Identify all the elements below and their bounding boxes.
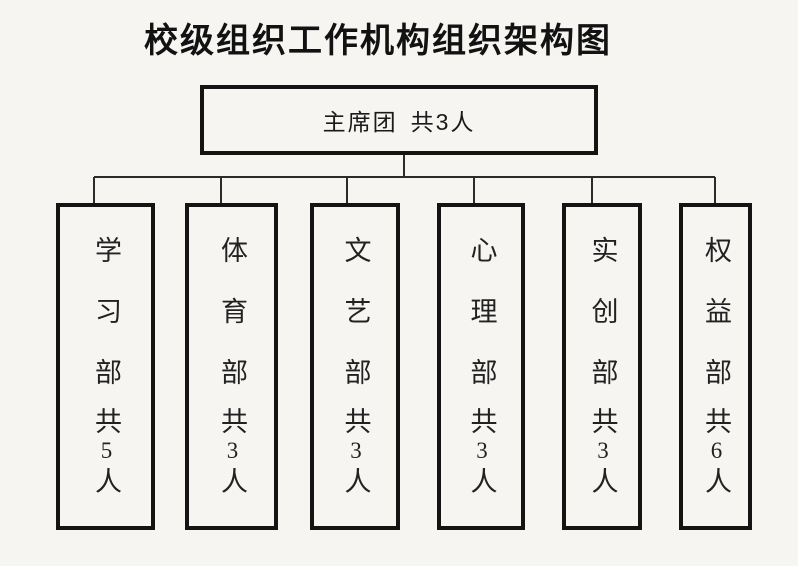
count-value: 3 (469, 437, 495, 467)
count-unit: 人 (587, 466, 618, 498)
count-unit: 人 (91, 466, 121, 498)
dept-count: 共6人 (701, 406, 731, 498)
count-unit: 人 (701, 466, 731, 498)
chart-title: 校级组织工作机构组织架构图 (144, 22, 612, 60)
count-value: 3 (343, 437, 369, 467)
count-value: 5 (94, 437, 119, 467)
count-value: 6 (704, 437, 729, 467)
dept-count: 共3人 (466, 406, 497, 498)
dept-box-innovation: 实创部 共3人 (562, 203, 642, 530)
dept-name: 文艺部 (340, 235, 371, 419)
count-prefix: 共 (466, 406, 497, 438)
count-unit: 人 (217, 466, 247, 498)
dept-name: 学习部 (91, 235, 121, 419)
dept-box-sports: 体育部 共3人 (185, 203, 278, 530)
dept-count: 共3人 (217, 406, 247, 498)
count-value: 3 (220, 437, 245, 467)
dept-box-psychology: 心理部 共3人 (437, 203, 525, 530)
dept-count: 共3人 (587, 406, 618, 498)
dept-count: 共3人 (340, 406, 371, 498)
dept-count: 共5人 (91, 406, 121, 498)
count-prefix: 共 (587, 406, 618, 438)
dept-name: 体育部 (217, 235, 247, 419)
dept-name: 权益部 (701, 235, 731, 419)
count-prefix: 共 (217, 406, 247, 438)
count-prefix: 共 (701, 406, 731, 438)
dept-name: 心理部 (466, 235, 497, 419)
count-prefix: 共 (91, 406, 121, 438)
count-unit: 人 (466, 466, 497, 498)
dept-box-rights: 权益部 共6人 (679, 203, 752, 530)
count-unit: 人 (340, 466, 371, 498)
root-count: 共3人 (410, 109, 476, 135)
count-value: 3 (590, 437, 616, 467)
dept-name: 实创部 (587, 235, 618, 419)
dept-box-arts: 文艺部 共3人 (310, 203, 400, 530)
root-box-presidium: 主席团 共3人 (200, 85, 598, 155)
dept-box-study: 学习部 共5人 (56, 203, 155, 530)
root-label: 主席团 (322, 109, 398, 135)
count-prefix: 共 (340, 406, 371, 438)
